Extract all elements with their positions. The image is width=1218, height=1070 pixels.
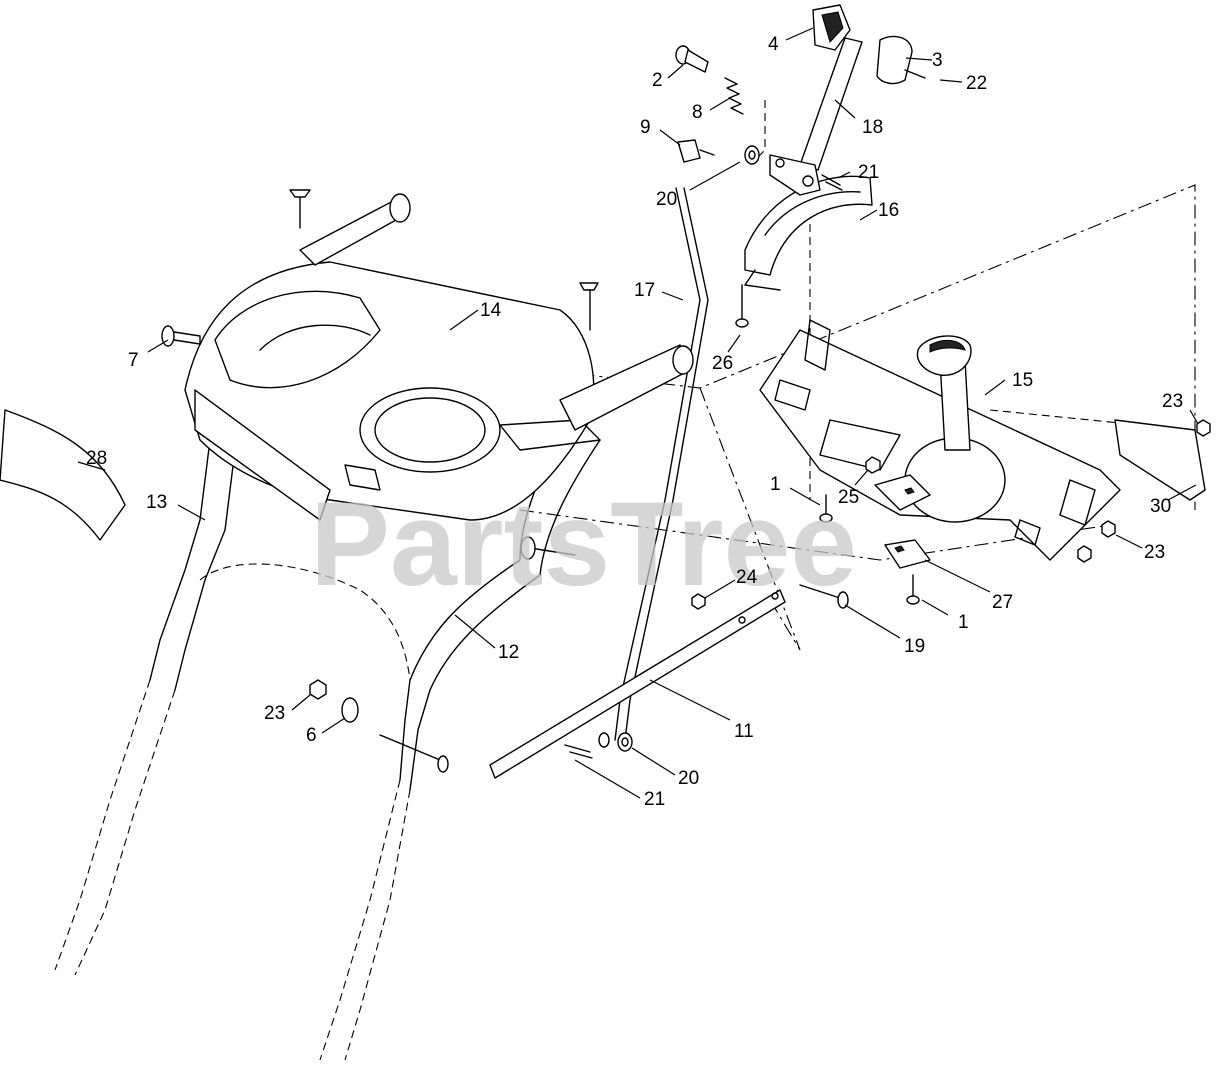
handle-bracket (520, 282, 694, 560)
bracket-30 (1114, 419, 1206, 501)
pin-2 (675, 45, 709, 73)
bolt-7 (161, 325, 201, 347)
callout-14: 14 (480, 300, 502, 321)
watermark: PartsTree (310, 477, 857, 611)
callout-2: 2 (652, 70, 663, 91)
callout-8: 8 (692, 102, 703, 123)
callout-13: 13 (146, 492, 167, 513)
leader-lines (77, 27, 1199, 799)
callout-6: 6 (306, 725, 317, 746)
nut-23-right-b (1101, 520, 1116, 538)
callout-15: 15 (1012, 370, 1033, 391)
pin-9 (677, 139, 715, 163)
callout-12: 12 (498, 642, 519, 663)
washer-20-upper (744, 145, 760, 165)
callout-17: 17 (634, 280, 655, 301)
shift-lever-18 (769, 37, 863, 196)
console-14 (184, 189, 601, 521)
callout-9: 9 (640, 117, 651, 138)
callout-11: 11 (734, 721, 754, 742)
callout-23-right-top: 23 (1162, 391, 1183, 412)
nut-24 (691, 593, 706, 610)
callout-1-right: 1 (958, 612, 969, 633)
bolt-1-right (906, 574, 920, 605)
handle-13 (54, 439, 411, 976)
callout-21-lower: 21 (644, 789, 665, 810)
shift-knob-assembly (904, 335, 1006, 523)
callout-1-left: 1 (770, 474, 781, 495)
fastener-6-23 (309, 679, 449, 773)
rod-17 (614, 187, 709, 741)
callout-27: 27 (992, 592, 1013, 613)
callout-3: 3 (932, 50, 943, 71)
nut-23-right-a (1196, 419, 1211, 437)
nut-23-center (1077, 545, 1092, 563)
callout-16: 16 (878, 200, 899, 221)
callout-30: 30 (1150, 496, 1171, 517)
callout-19: 19 (904, 636, 925, 657)
callout-23-right: 23 (1144, 542, 1165, 563)
screw-22 (904, 69, 926, 79)
clip-21-upper (821, 174, 843, 191)
clip-21-lower (564, 732, 633, 759)
nut-25 (865, 456, 881, 474)
callout-24: 24 (736, 567, 758, 588)
callout-20-upper: 20 (656, 189, 677, 210)
callouts: 4 3 2 22 8 18 9 21 20 16 17 14 7 26 15 2… (86, 34, 1183, 810)
callout-22: 22 (966, 73, 987, 94)
bolt-19 (799, 584, 849, 609)
shift-rod-11 (489, 589, 786, 779)
callout-28: 28 (86, 448, 107, 469)
shift-gate-16 (735, 175, 873, 328)
callout-21-upper: 21 (858, 162, 879, 183)
callout-25: 25 (838, 487, 859, 508)
decal-28 (0, 409, 126, 541)
knob-3 (876, 35, 913, 85)
callout-20-lower: 20 (678, 768, 699, 789)
bracket-27 (874, 474, 931, 569)
bolt-1-left (819, 494, 833, 523)
callout-4: 4 (768, 34, 779, 55)
callout-18: 18 (862, 117, 883, 138)
callout-23-left: 23 (264, 703, 285, 724)
callout-7: 7 (128, 350, 139, 371)
trigger-4 (812, 4, 851, 51)
spring-8 (724, 77, 744, 115)
callout-26: 26 (712, 353, 733, 374)
